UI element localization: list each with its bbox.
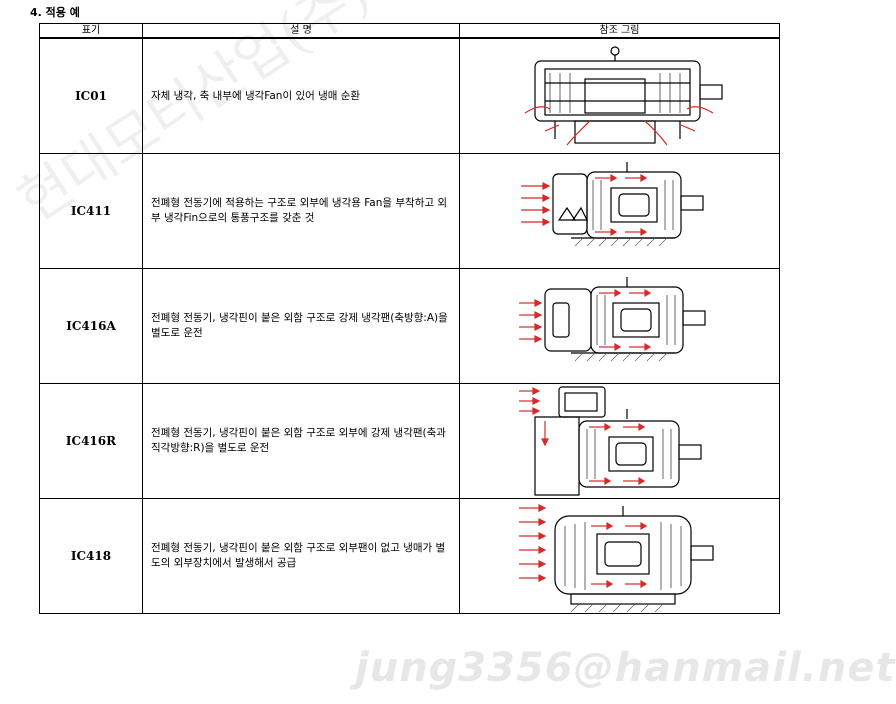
header-code: 표기 bbox=[39, 23, 143, 39]
cooling-method-table: 표기 설 명 참조 그림 IC01 자체 냉각, 축 내부에 냉각Fan이 있어… bbox=[39, 23, 780, 614]
row-description: 전폐형 전동기, 냉각핀이 붙은 외함 구조로 강제 냉각팬(축방향:A)을 별… bbox=[142, 268, 460, 384]
header-description: 설 명 bbox=[142, 23, 460, 39]
section-title: 4. 적용 예 bbox=[30, 6, 80, 19]
ic418-external-supply-motor-diagram bbox=[518, 504, 714, 613]
table-row: IC416R 전폐형 전동기, 냉각핀이 붙은 외함 구조로 외부에 강제 냉각… bbox=[39, 383, 780, 499]
row-description: 전폐형 전동기, 냉각핀이 붙은 외함 구조로 외부에 강제 냉각팬(축과 직각… bbox=[142, 383, 460, 499]
row-description: 자체 냉각, 축 내부에 냉각Fan이 있어 냉매 순환 bbox=[142, 37, 460, 154]
row-figure bbox=[459, 498, 780, 614]
row-code: IC01 bbox=[39, 37, 143, 154]
table-row: IC416A 전폐형 전동기, 냉각핀이 붙은 외함 구조로 강제 냉각팬(축방… bbox=[39, 268, 780, 384]
ic01-internal-fan-motor-diagram bbox=[524, 46, 723, 146]
row-figure bbox=[459, 153, 780, 269]
email-watermark: jung3356@hanmail.net bbox=[355, 645, 896, 691]
row-description: 전폐형 전동기, 냉각핀이 붙은 외함 구조로 외부팬이 없고 냉매가 별도의 … bbox=[142, 498, 460, 614]
ic416r-radial-forced-fan-motor-diagram bbox=[518, 386, 702, 496]
row-code: IC418 bbox=[39, 498, 143, 614]
ic416a-axial-forced-fan-motor-diagram bbox=[518, 277, 706, 362]
table-row: IC411 전폐형 전동기에 적용하는 구조로 외부에 냉각용 Fan을 부착하… bbox=[39, 153, 780, 269]
row-figure bbox=[459, 383, 780, 499]
table-header-row: 표기 설 명 참조 그림 bbox=[39, 23, 780, 39]
row-figure bbox=[459, 268, 780, 384]
header-figure: 참조 그림 bbox=[459, 23, 780, 39]
row-code: IC416R bbox=[39, 383, 143, 499]
table-row: IC418 전폐형 전동기, 냉각핀이 붙은 외함 구조로 외부팬이 없고 냉매… bbox=[39, 498, 780, 614]
row-figure bbox=[459, 37, 780, 154]
row-code: IC416A bbox=[39, 268, 143, 384]
ic411-external-fan-motor-diagram bbox=[520, 162, 704, 247]
row-code: IC411 bbox=[39, 153, 143, 269]
row-description: 전폐형 전동기에 적용하는 구조로 외부에 냉각용 Fan을 부착하고 외부 냉… bbox=[142, 153, 460, 269]
